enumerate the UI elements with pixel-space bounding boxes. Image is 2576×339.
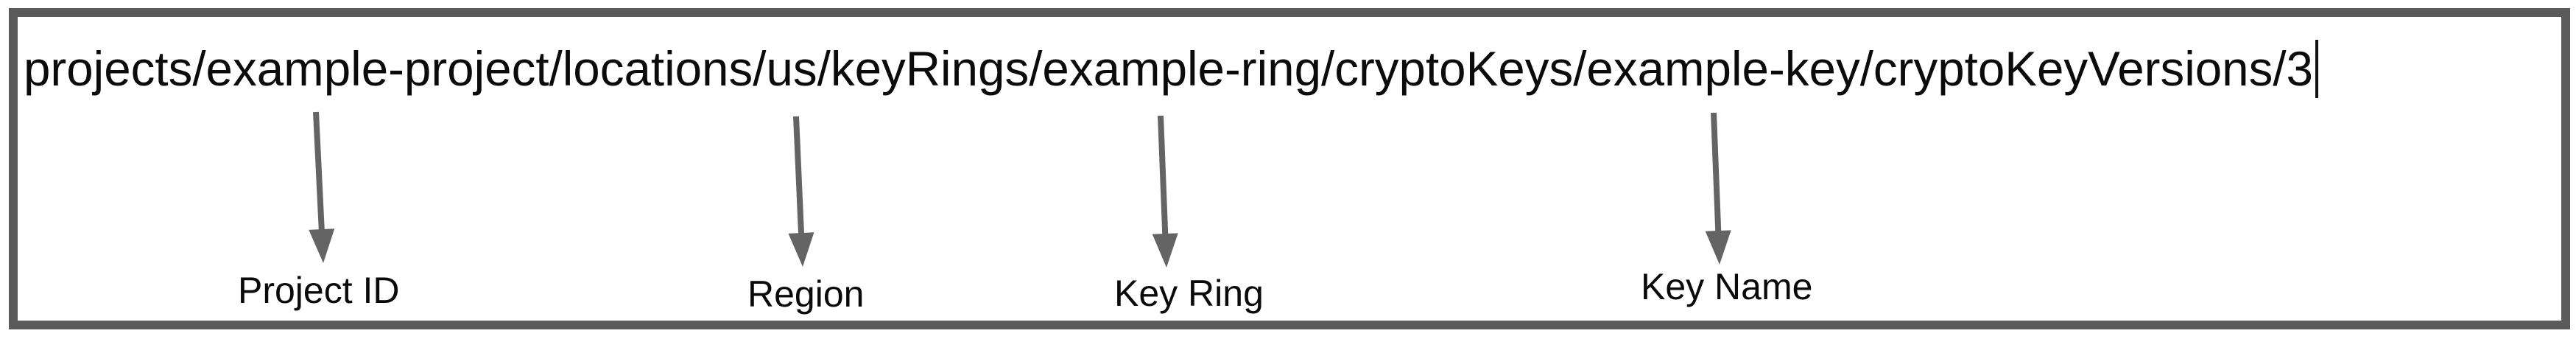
annotation-label-project-id: Project ID bbox=[238, 270, 400, 311]
annotation-label-key-ring: Key Ring bbox=[1114, 273, 1264, 314]
annotation-label-key-name: Key Name bbox=[1641, 266, 1813, 307]
text-cursor-caret bbox=[2315, 40, 2318, 98]
resource-path-field[interactable] bbox=[9, 8, 2570, 329]
annotation-label-region: Region bbox=[747, 273, 865, 315]
resource-path-value: projects/example-project/locations/us/ke… bbox=[24, 42, 2313, 96]
resource-path-text: projects/example-project/locations/us/ke… bbox=[24, 40, 2318, 99]
